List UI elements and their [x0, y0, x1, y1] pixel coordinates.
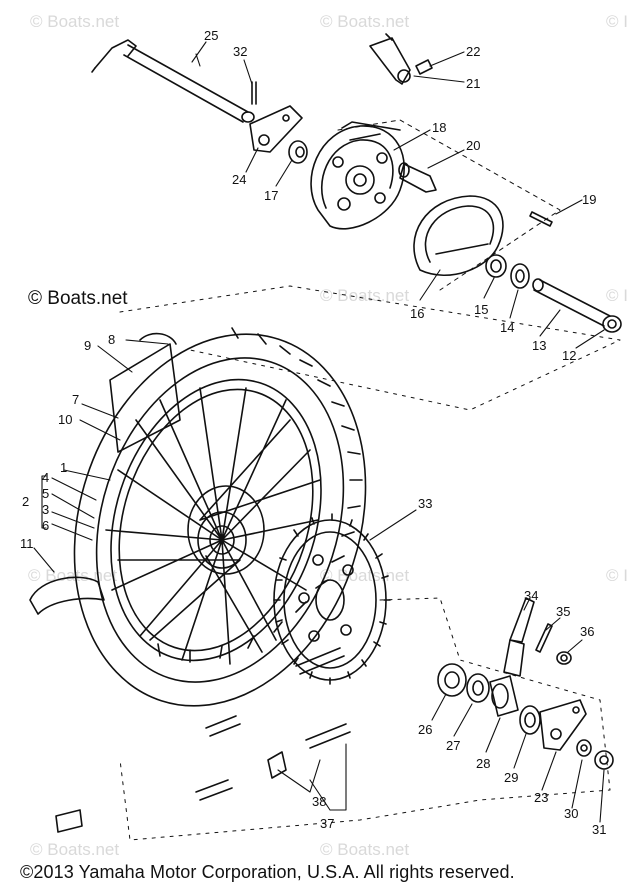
callout-33: 33 — [418, 496, 432, 511]
callout-20: 20 — [466, 138, 480, 153]
callout-5: 5 — [42, 486, 49, 501]
watermark: © Boats.net — [320, 840, 410, 859]
watermark: © I — [606, 12, 628, 31]
callout-21: 21 — [466, 76, 480, 91]
callout-7: 7 — [72, 392, 79, 407]
callout-labels: 25 32 22 21 18 20 24 17 19 16 15 14 13 1… — [20, 28, 606, 837]
callout-10: 10 — [58, 412, 72, 427]
watermark: © Boats.net — [30, 12, 120, 31]
callout-29: 29 — [504, 770, 518, 785]
bearing-part — [485, 254, 507, 278]
boats-net-label: © Boats.net — [28, 288, 128, 309]
axle-plate-part — [249, 105, 303, 153]
copyright-notice: ©2013 Yamaha Motor Corporation, U.S.A. A… — [20, 862, 515, 882]
callout-19: 19 — [582, 192, 596, 207]
brake-plate-part — [310, 121, 405, 230]
collar-part — [602, 315, 622, 333]
brake-shoe-part — [413, 195, 504, 276]
callout-38: 38 — [312, 794, 326, 809]
callout-22: 22 — [466, 44, 480, 59]
callout-12: 12 — [562, 348, 576, 363]
callout-15: 15 — [474, 302, 488, 317]
nut-part — [556, 651, 572, 665]
callout-28: 28 — [476, 756, 490, 771]
oil-seal-part — [510, 263, 530, 289]
callout-6: 6 — [42, 518, 49, 533]
callout-4: 4 — [42, 470, 49, 485]
washer-part — [576, 739, 592, 757]
callout-26: 26 — [418, 722, 432, 737]
callout-16: 16 — [410, 306, 424, 321]
callout-25: 25 — [204, 28, 218, 43]
callout-8: 8 — [108, 332, 115, 347]
watermark: © I — [606, 286, 628, 305]
watermark: © Boats.net — [320, 12, 410, 31]
tube-part — [139, 332, 177, 345]
callout-9: 9 — [84, 338, 91, 353]
rear-sprocket-part — [273, 513, 391, 685]
chain-joint-plate-part — [503, 597, 535, 677]
oil-seal-part — [519, 705, 541, 735]
inner-tube-part — [29, 576, 105, 615]
axle-plate-part — [539, 699, 587, 751]
cam-lever-part — [369, 33, 433, 85]
brake-cam-part — [398, 162, 437, 193]
shoe-spring-part — [529, 211, 553, 227]
collar-part — [288, 140, 308, 164]
callout-24: 24 — [232, 172, 246, 187]
rear-axle-part — [91, 39, 255, 123]
wheel-hub-cover-part — [109, 343, 181, 453]
front-arrow-icon — [55, 809, 83, 833]
oil-seal-part — [466, 673, 490, 703]
callout-2: 2 — [22, 494, 29, 509]
callout-11: 11 — [20, 536, 34, 551]
callout-3: 3 — [42, 502, 49, 517]
callout-36: 36 — [580, 624, 594, 639]
callout-17: 17 — [264, 188, 278, 203]
callout-18: 18 — [432, 120, 446, 135]
callout-37: 37 — [320, 816, 334, 831]
callout-34: 34 — [524, 588, 538, 603]
watermark: © Boats.net — [320, 286, 410, 305]
spacer-part — [532, 278, 611, 327]
spacer-part — [489, 675, 519, 717]
callout-31: 31 — [592, 822, 606, 837]
callout-30: 30 — [564, 806, 578, 821]
callout-13: 13 — [532, 338, 546, 353]
nut-part — [594, 750, 614, 770]
callout-27: 27 — [446, 738, 460, 753]
cotter-pin-part — [251, 81, 257, 105]
callout-23: 23 — [534, 790, 548, 805]
callout-32: 32 — [233, 44, 247, 59]
pin-part — [535, 623, 553, 653]
callout-35: 35 — [556, 604, 570, 619]
callout-1: 1 — [60, 460, 67, 475]
watermark: © Boats.net — [30, 840, 120, 859]
bearing-part — [437, 663, 467, 697]
rear-wheel-part — [73, 327, 367, 707]
watermark: © I — [606, 566, 628, 585]
drive-chain-part — [195, 647, 351, 801]
callout-14: 14 — [500, 320, 514, 335]
